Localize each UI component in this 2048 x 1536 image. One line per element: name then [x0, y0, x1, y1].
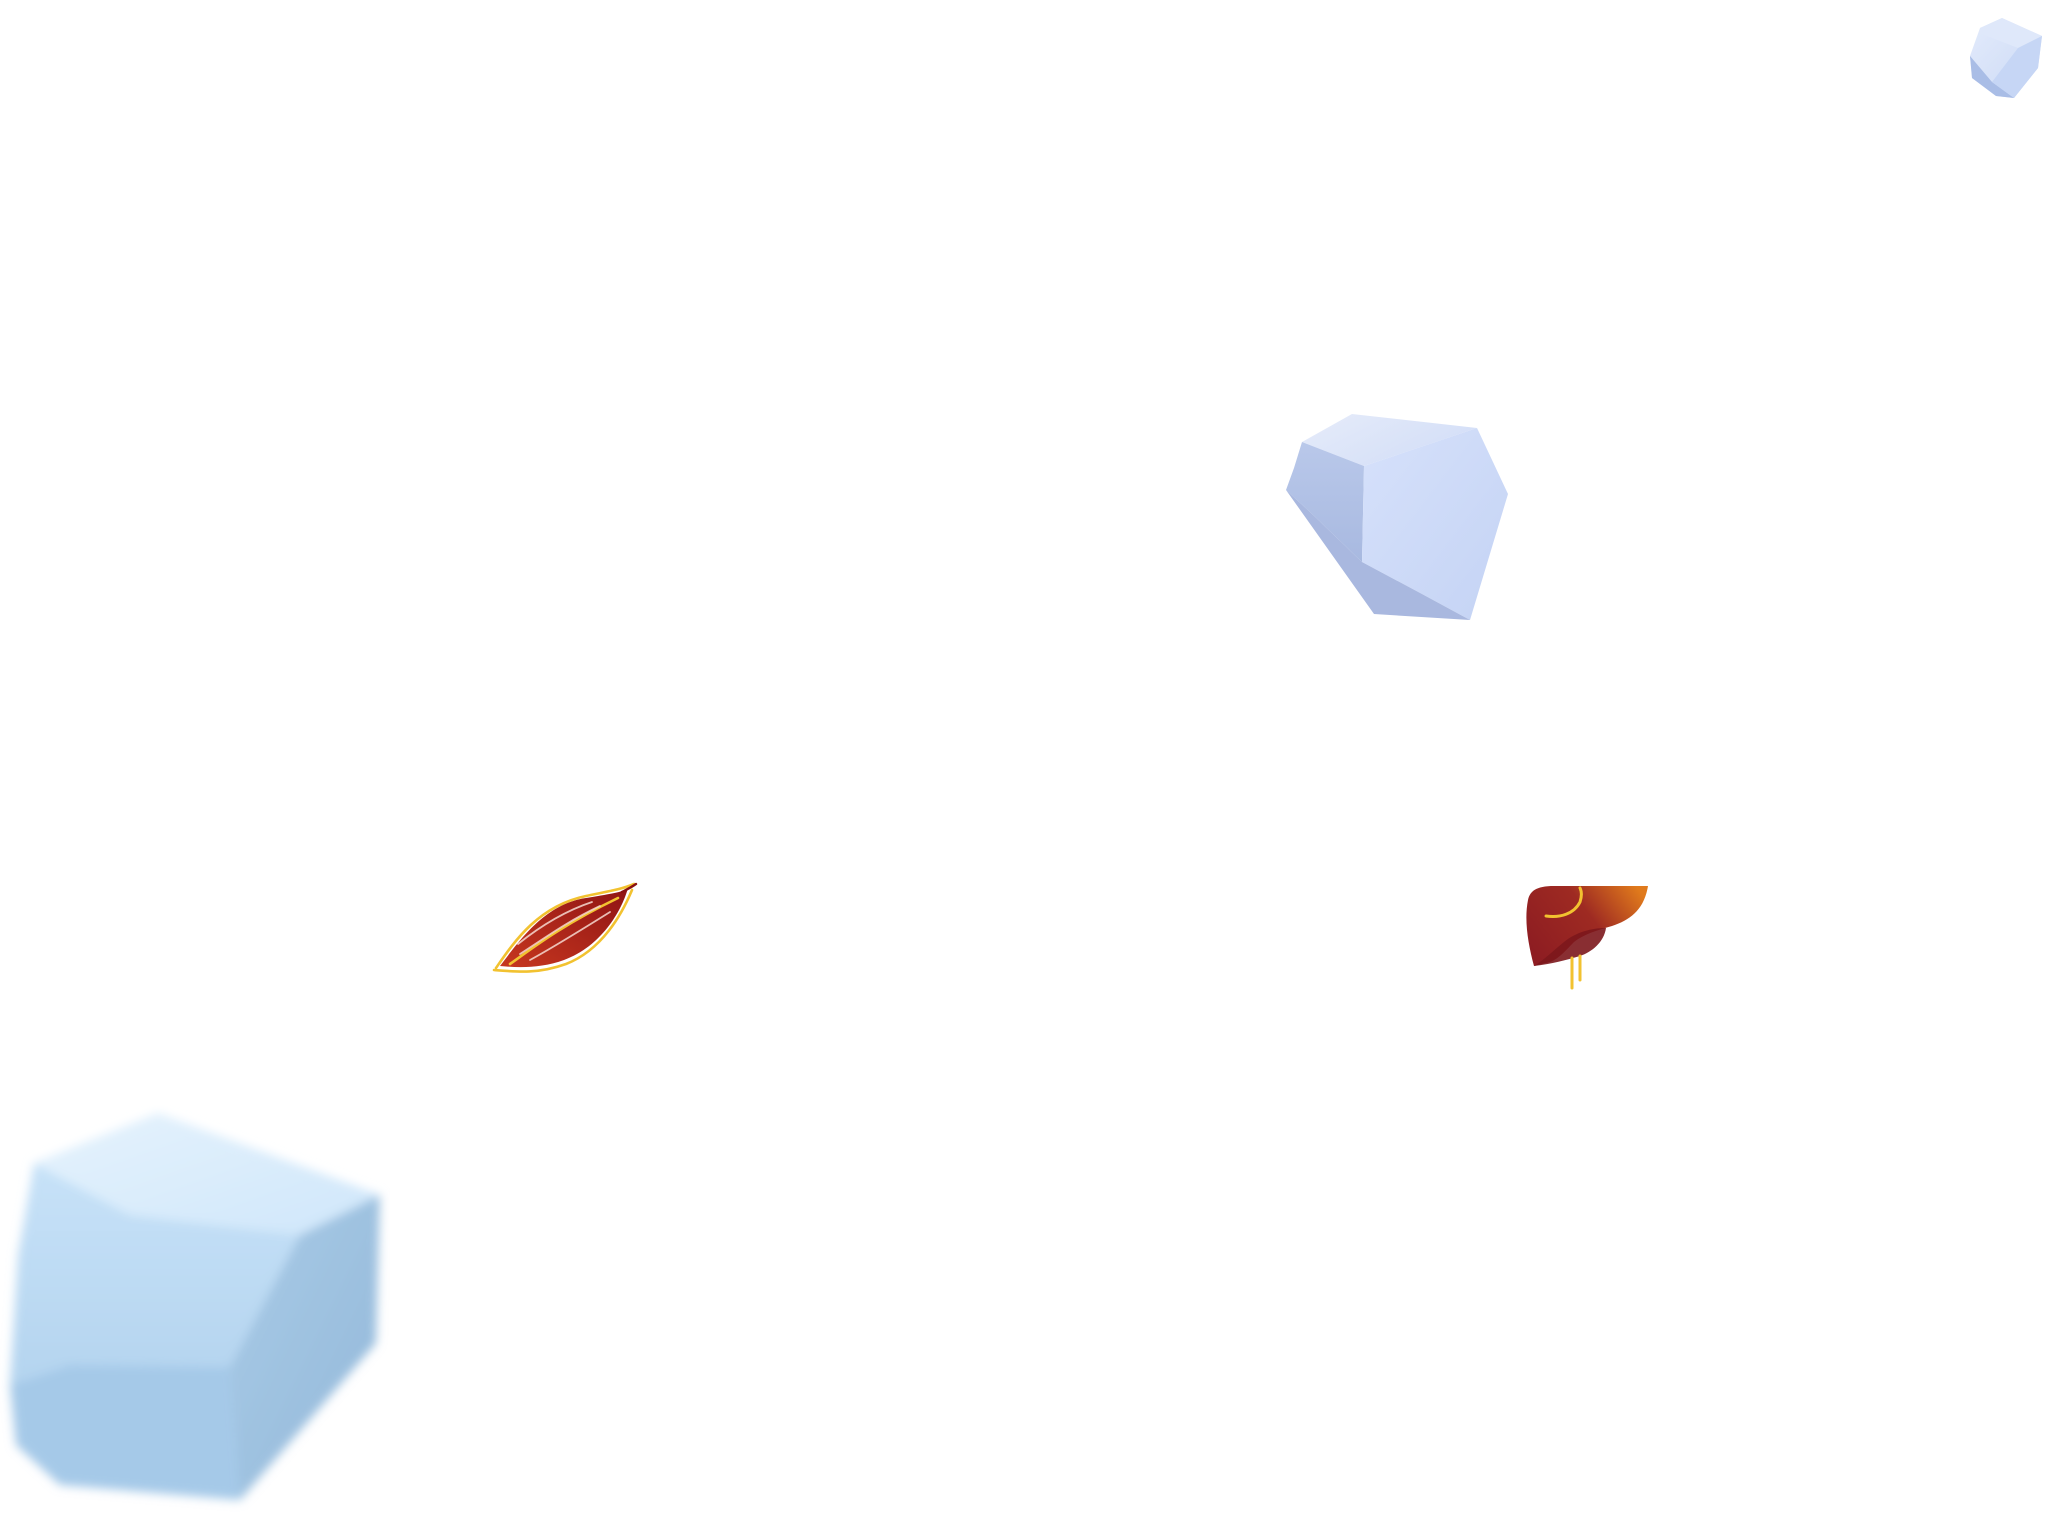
blurred-crystal-cube-icon: [10, 1113, 380, 1500]
crystal-cube-icon: [1970, 18, 2042, 98]
crystal-cube-icon: [1286, 414, 1508, 620]
muscle-fiber-icon: [492, 882, 638, 973]
liver-icon: [1526, 886, 1648, 990]
